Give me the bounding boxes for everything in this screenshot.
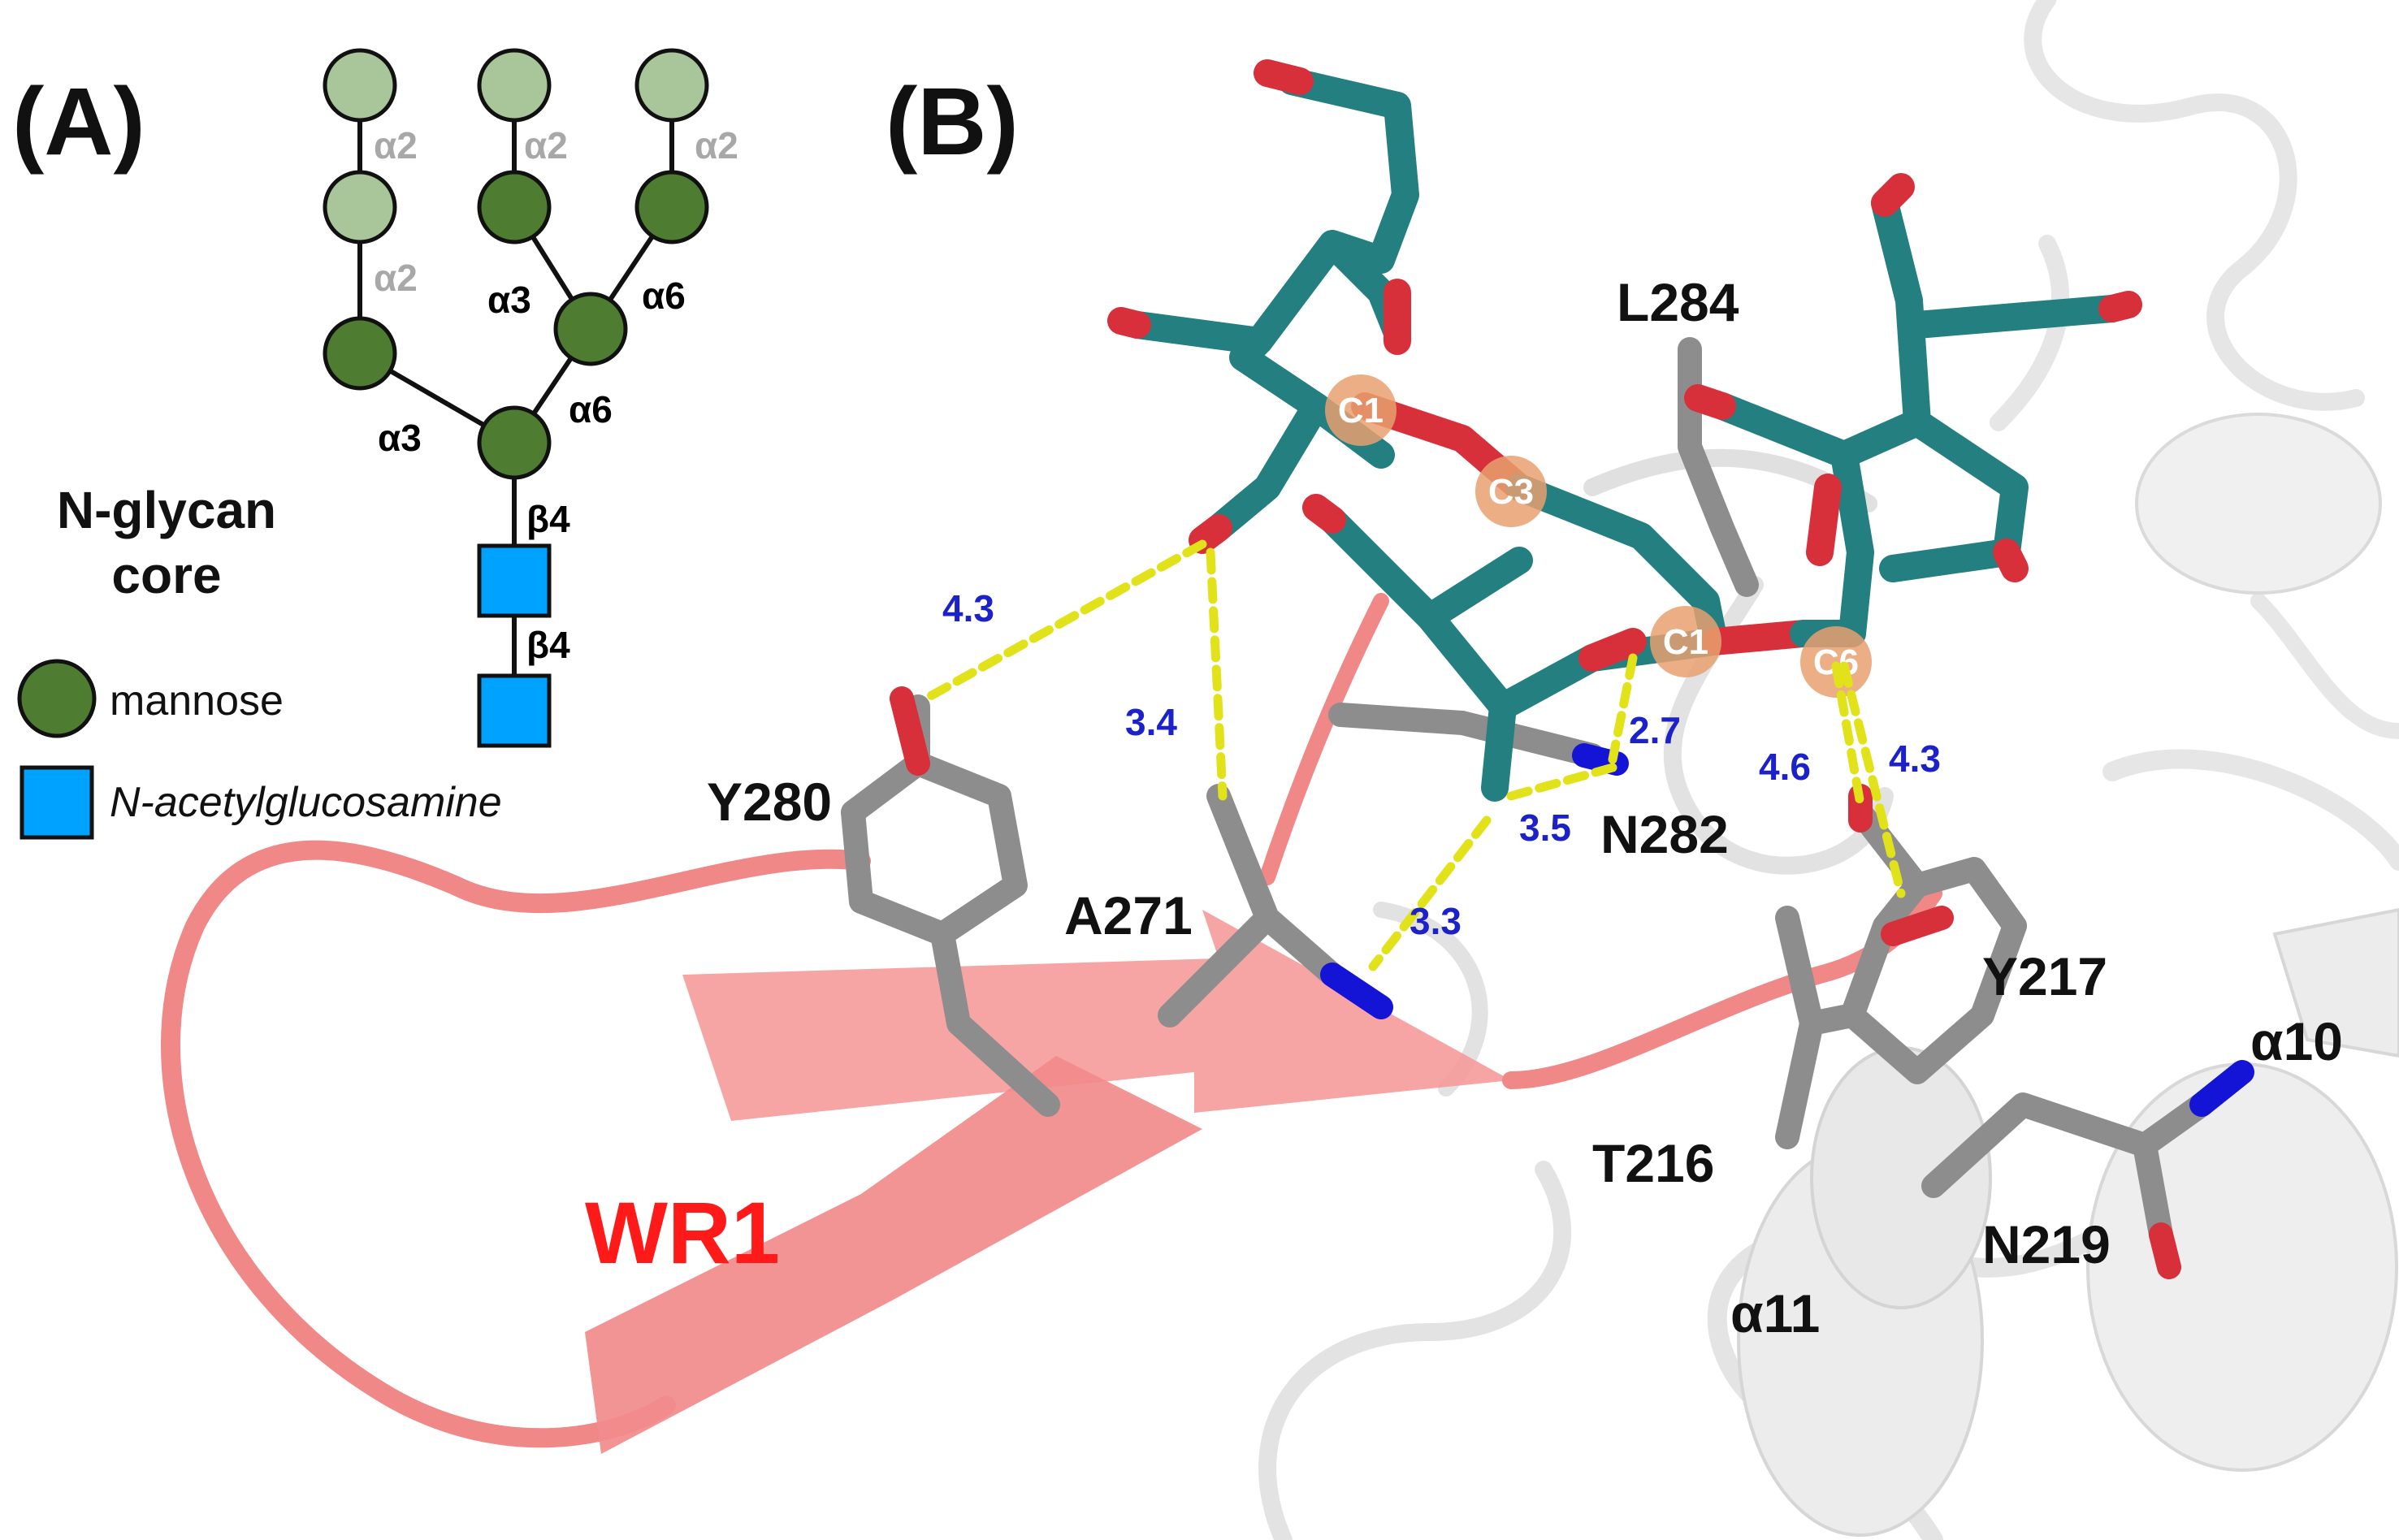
link-outer-right: α2 <box>695 124 738 167</box>
carbon-c3 <box>1475 456 1547 527</box>
hydrogen-bonds <box>921 539 1906 971</box>
residue-n282-sticks <box>1328 703 1604 768</box>
carbon-c1-mid-label: C1 <box>1663 622 1708 662</box>
legend-mannose-label: mannose <box>110 677 284 725</box>
mannose-faint-outer-left <box>323 48 397 123</box>
distance-y217-a: 4.6 <box>1759 746 1811 788</box>
hbond-y217-a <box>1831 661 1865 809</box>
link-beta-bottom: β4 <box>526 624 570 666</box>
hbond-n282-b <box>1506 763 1617 801</box>
legend-mannose-icon <box>17 659 97 738</box>
carbon-c1-mid <box>1650 606 1721 677</box>
wr1-loop <box>161 593 1942 1454</box>
carbon-c1-top-label: C1 <box>1338 391 1384 430</box>
link-core-a6: α6 <box>569 388 613 430</box>
residue-y217-sticks <box>1840 800 2027 1084</box>
hbond-a271 <box>1206 547 1228 801</box>
mannose-branch-right <box>634 170 709 244</box>
mannose-core <box>477 405 552 480</box>
distance-a271-n: 3.3 <box>1410 900 1461 942</box>
helix-alpha11-label: α11 <box>1730 1283 1820 1343</box>
mannose-arm-left <box>323 316 397 391</box>
helix-alpha10 <box>2086 907 2399 1472</box>
hbond-y280 <box>921 539 1207 703</box>
mannose-arm-right <box>553 292 628 366</box>
link-branch-a3: α3 <box>487 279 531 321</box>
residue-y217-label: Y217 <box>1982 946 2107 1006</box>
mannose-faint-outer-mid <box>477 48 552 123</box>
link-core-a3: α3 <box>378 417 422 459</box>
residue-y280-sticks <box>841 694 1060 1117</box>
distance-n282-b: 3.5 <box>1519 807 1571 849</box>
helix-alpha11 <box>1737 1046 1992 1537</box>
sugar-right <box>1708 189 2126 647</box>
glycan-title-line1: N-glycan <box>57 481 276 539</box>
distance-a271: 3.4 <box>1125 701 1177 743</box>
mannose-branch-left <box>477 170 552 244</box>
mannose-faint-outer-right <box>634 48 709 123</box>
mannose-faint-inner-left <box>323 170 397 244</box>
panel-b-label: (B) <box>886 68 1019 175</box>
glycan-residues <box>323 48 709 748</box>
hbond-y217-b <box>1839 661 1906 898</box>
carbon-c1-top <box>1325 374 1397 446</box>
distance-n282-a: 2.7 <box>1629 709 1681 751</box>
glcnac-top <box>477 543 552 618</box>
legend-glcnac-icon <box>19 765 94 840</box>
glycan-title-line2: core <box>111 546 221 604</box>
mannose-sticks <box>1107 59 2142 802</box>
distance-y280: 4.3 <box>942 587 994 629</box>
wr1-label: WR1 <box>585 1183 780 1282</box>
link-outer-mid: α2 <box>524 124 568 167</box>
residue-n282-label: N282 <box>1600 804 1729 864</box>
hbond-a271-n <box>1368 815 1492 971</box>
sugar-top-left <box>1124 67 1419 542</box>
residue-a271-sticks <box>1158 784 1345 1027</box>
carbon-markers <box>1325 374 1872 698</box>
residue-y280-label: Y280 <box>707 772 832 832</box>
link-inner-left: α2 <box>374 257 418 299</box>
link-branch-a6: α6 <box>642 275 686 317</box>
hbond-n282-a <box>1608 653 1638 764</box>
link-outer-left: α2 <box>374 124 418 167</box>
wr1-strand-upper <box>682 910 1511 1121</box>
residue-t216-label: T216 <box>1592 1133 1714 1193</box>
residue-t216-sticks <box>1775 906 1864 1149</box>
residue-n219-label: N219 <box>1982 1214 2111 1274</box>
panel-a-label: (A) <box>12 68 145 175</box>
residue-a271-label: A271 <box>1064 885 1193 945</box>
residue-l284-label: L284 <box>1617 272 1739 332</box>
link-beta-top: β4 <box>526 498 570 540</box>
legend-glcnac-label: N-acetylglucosamine <box>110 779 502 826</box>
glcnac-bottom <box>477 673 552 748</box>
carbon-c3-label: C3 <box>1488 472 1534 512</box>
wr1-strand-lower <box>585 1056 1202 1454</box>
distance-y217-b: 4.3 <box>1889 738 1941 780</box>
helix-alpha10-label: α10 <box>2250 1011 2343 1071</box>
helix-upper-right <box>2135 413 2382 595</box>
